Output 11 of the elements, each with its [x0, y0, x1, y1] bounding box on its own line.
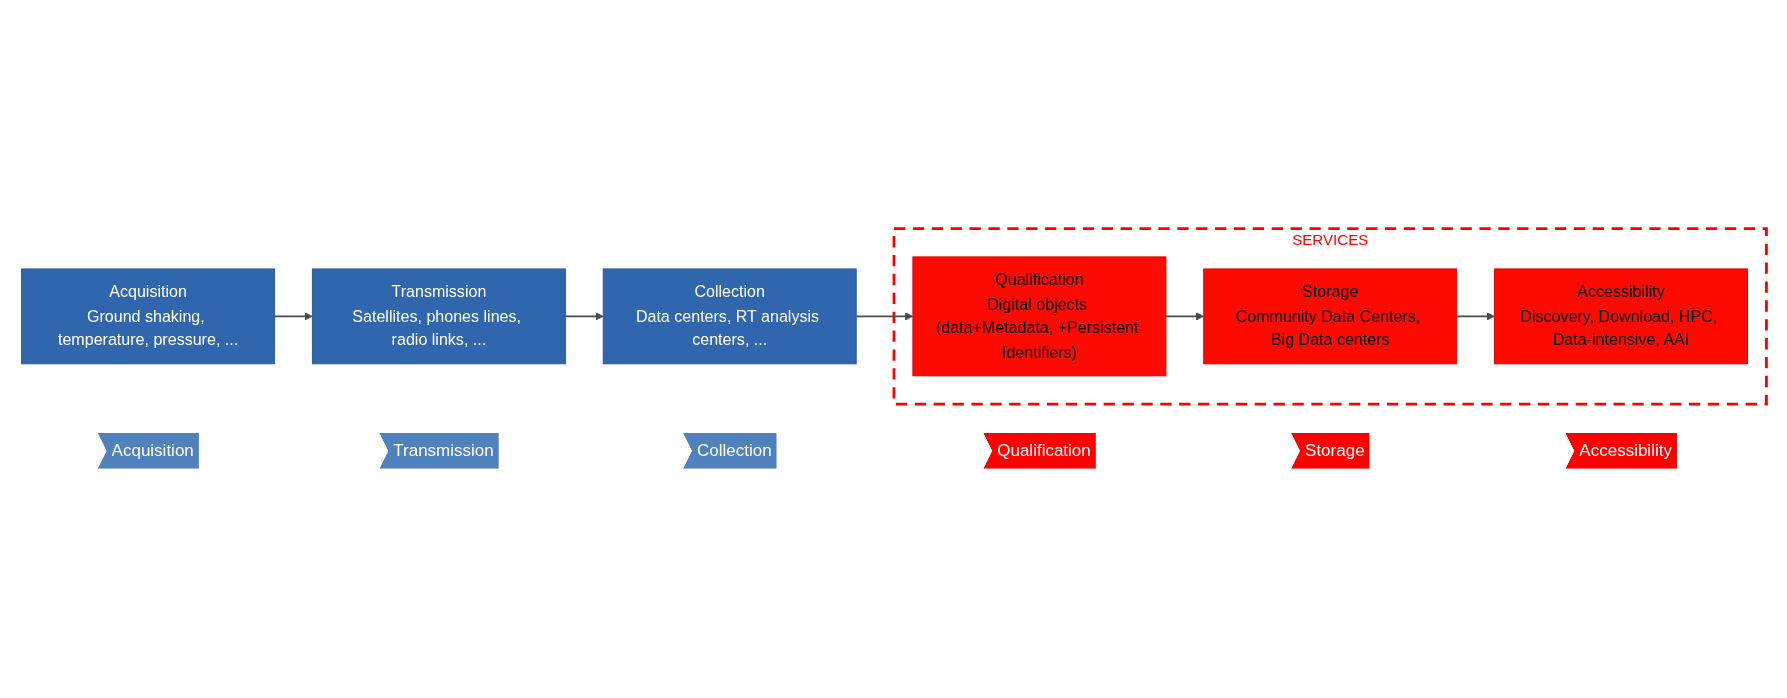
- node-box: Storage Community Data Centers, Big Data centers: [1202, 268, 1457, 365]
- arrow: [273, 312, 313, 321]
- node-box: Accessibility Discovery, Download, HPC, Data-intensive, AAI: [1493, 268, 1748, 365]
- arrow: [1164, 312, 1204, 321]
- node-box: Transmission Satellites, phones lines, radio links, ...: [311, 268, 566, 365]
- node-box: Qualification Digital objects (data+Metadata, +Persistent Identifiers): [911, 256, 1166, 377]
- node-box: Collection Data centers, RT analysis centers, ...: [602, 268, 857, 365]
- node-box: Acquisition Ground shaking, temperature, pressure, ...: [20, 268, 275, 365]
- arrow: [563, 312, 604, 321]
- arrow: [1455, 312, 1495, 321]
- arrow: [854, 312, 913, 321]
